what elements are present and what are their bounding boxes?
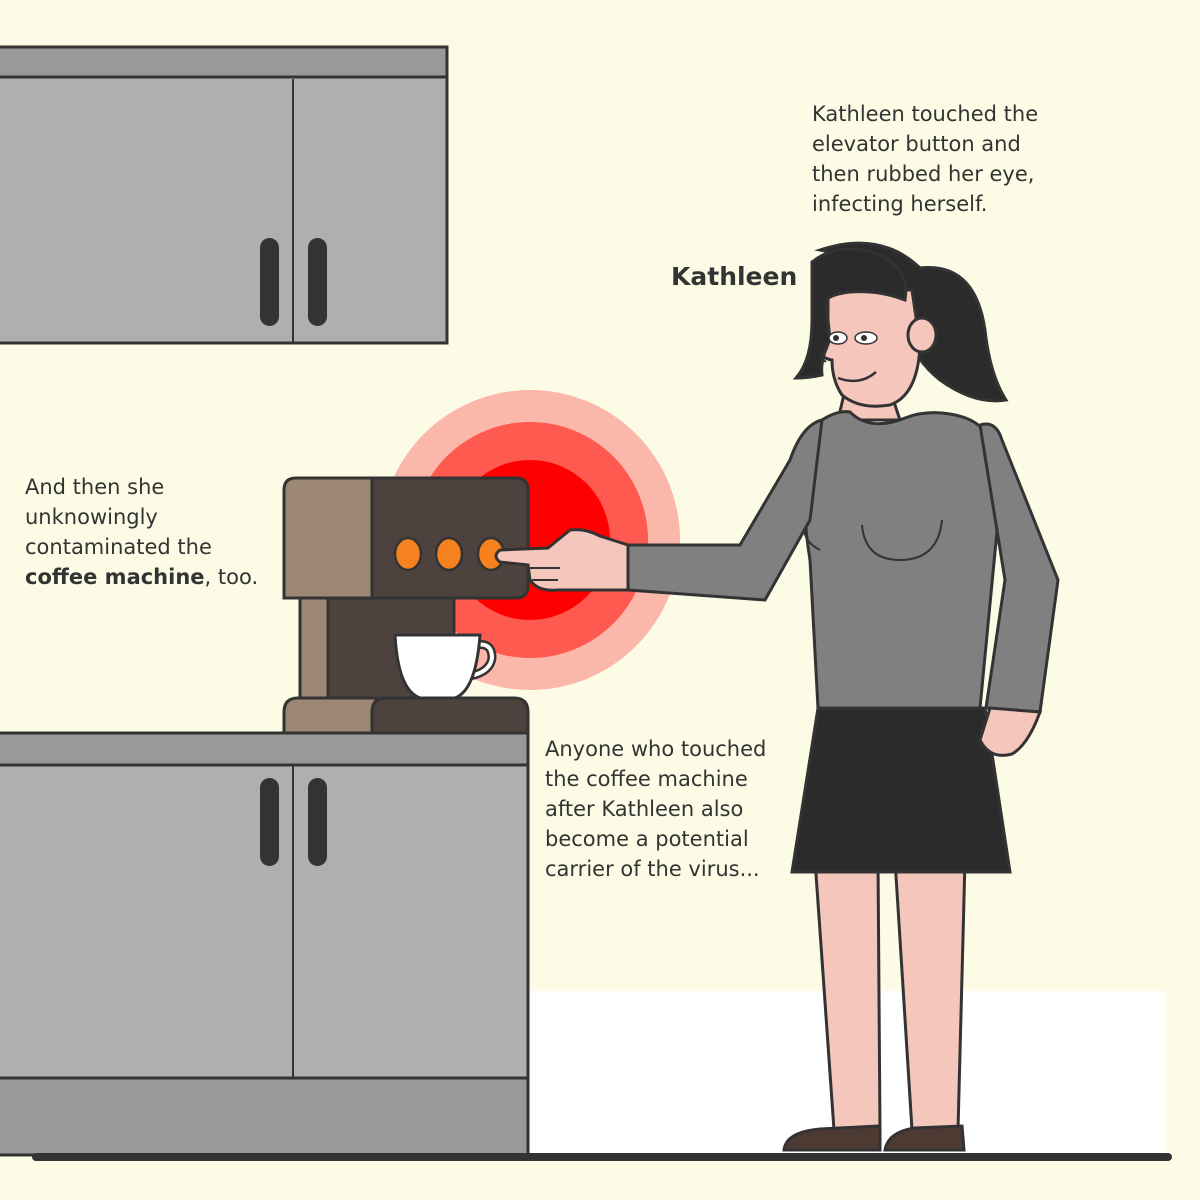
right-shoe: [883, 1124, 966, 1152]
caption-line: Kathleen touched the: [812, 102, 1039, 126]
caption-line: Anyone who touched: [545, 737, 767, 761]
caption-line: the coffee machine: [545, 767, 748, 791]
cabinet-handle-left: [260, 778, 279, 866]
machine-buttons: [393, 536, 506, 572]
caption-line: after Kathleen also: [545, 797, 744, 821]
face: [819, 288, 922, 408]
mouth: [837, 371, 877, 383]
woman-figure-icon: [494, 241, 1060, 1152]
cabinet-handle-left: [260, 238, 279, 326]
coffee-cup-icon: [393, 633, 497, 700]
caption-kathleen-infected: Kathleen touched the elevator button and…: [812, 99, 1038, 219]
pointing-hand: [494, 528, 630, 592]
upper-cabinet: [0, 45, 449, 345]
left-shoe: [782, 1124, 882, 1152]
cabinet-handle-right: [308, 238, 327, 326]
lower-cabinet: [0, 731, 530, 1157]
caption-others-carriers: Anyone who touched the coffee machine af…: [545, 734, 766, 884]
cabinet-handle-right: [308, 778, 327, 866]
caption-line: carrier of the virus...: [545, 857, 760, 881]
eyes: [828, 331, 878, 345]
caption-rest: , too.: [204, 565, 259, 589]
caption-line: And then she: [25, 475, 165, 499]
caption-line: unknowingly: [25, 505, 158, 529]
caption-line: coffee machine, too.: [25, 562, 258, 592]
caption-line: infecting herself.: [812, 192, 988, 216]
character-name-label: Kathleen: [671, 262, 798, 291]
right-hand: [978, 706, 1043, 757]
caption-line: then rubbed her eye,: [812, 162, 1035, 186]
ear: [906, 316, 938, 354]
caption-emphasis: coffee machine: [25, 565, 205, 589]
caption-line: contaminated the: [25, 535, 212, 559]
skirt: [790, 706, 1012, 874]
caption-line: elevator button and: [812, 132, 1021, 156]
caption-coffee-contaminated: And then she unknowingly contaminated th…: [25, 472, 258, 592]
caption-line: become a potential: [545, 827, 749, 851]
